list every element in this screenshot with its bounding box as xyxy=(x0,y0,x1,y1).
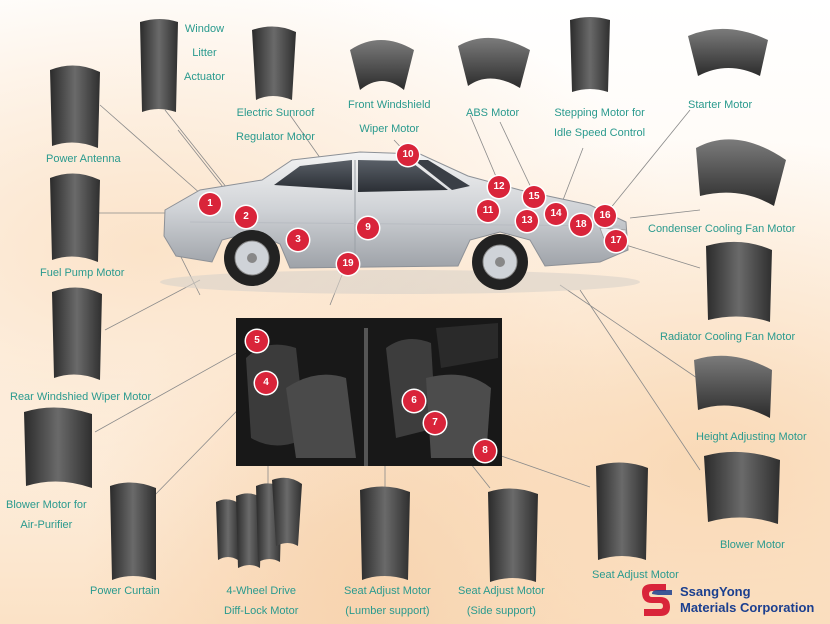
magnet-diff-lock xyxy=(216,477,302,568)
label-line: (Side support) xyxy=(466,605,536,617)
label-starter-motor: Starter Motor xyxy=(688,99,753,111)
label-power-curtain: Power Curtain xyxy=(90,585,160,597)
ssangyong-logo-mark xyxy=(642,584,672,616)
magnet-fuel-pump xyxy=(50,173,100,262)
label-line: Actuator xyxy=(184,71,225,83)
magnet-blower-purifier xyxy=(24,407,92,488)
magnet-rear-wiper xyxy=(52,287,102,380)
callout-7: 7 xyxy=(424,412,446,434)
label-stepping-motor: Stepping Motor for Idle Speed Control xyxy=(554,106,645,140)
magnet-front-wiper xyxy=(350,40,414,90)
callout-11: 11 xyxy=(477,200,499,222)
interior-photo xyxy=(236,318,502,466)
callout-9: 9 xyxy=(357,217,379,239)
label-line: Front Windshield xyxy=(348,99,431,111)
label-front-windshield-wiper: Front Windshield Wiper Motor xyxy=(348,98,431,136)
label-line: Idle Speed Control xyxy=(554,127,646,139)
callout-8: 8 xyxy=(474,440,496,462)
label-fuel-pump: Fuel Pump Motor xyxy=(40,267,125,279)
callout-14: 14 xyxy=(545,203,567,225)
label-height-adjusting: Height Adjusting Motor xyxy=(696,431,807,443)
label-radiator-cooling-fan: Radiator Cooling Fan Motor xyxy=(660,331,796,343)
interior-seats xyxy=(236,318,502,466)
label-window-litter-actuator: Window Litter Actuator xyxy=(184,22,225,84)
callout-13: 13 xyxy=(516,210,538,232)
magnet-side-support xyxy=(488,488,538,582)
callout-6: 6 xyxy=(403,390,425,412)
label-seat-adjust-side: Seat Adjust Motor (Side support) xyxy=(458,584,545,618)
label-abs-motor: ABS Motor xyxy=(466,107,520,119)
callout-2: 2 xyxy=(235,206,257,228)
label-blower-motor: Blower Motor xyxy=(720,539,785,551)
callout-4: 4 xyxy=(255,372,277,394)
callout-1: 1 xyxy=(199,193,221,215)
logo-name-line2: Materials Corporation xyxy=(680,600,815,615)
callout-17: 17 xyxy=(605,230,627,252)
callout-5: 5 xyxy=(246,330,268,352)
label-line: Regulator Motor xyxy=(236,131,315,143)
magnet-height xyxy=(694,355,772,418)
label-line: Seat Adjust Motor xyxy=(344,585,431,597)
callout-10: 10 xyxy=(397,144,419,166)
callout-3: 3 xyxy=(287,229,309,251)
label-power-antenna: Power Antenna xyxy=(46,153,121,165)
magnet-sunroof xyxy=(252,26,296,101)
label-line: Electric Sunroof xyxy=(236,107,315,119)
callout-12: 12 xyxy=(488,176,510,198)
magnet-blower xyxy=(704,451,780,524)
label-line: Seat Adjust Motor xyxy=(458,585,545,597)
logo-name-line1: SsangYong xyxy=(680,584,751,599)
magnet-condenser xyxy=(696,139,786,206)
magnet-starter xyxy=(688,28,768,76)
magnet-window-litter xyxy=(140,19,178,112)
magnet-power-curtain xyxy=(110,482,156,580)
label-blower-motor-purifier: Blower Motor for Air-Purifier xyxy=(6,498,87,532)
label-seat-adjust: Seat Adjust Motor xyxy=(592,569,679,581)
label-line: Wiper Motor xyxy=(359,123,420,135)
callout-19: 19 xyxy=(337,253,359,275)
magnet-radiator xyxy=(706,241,772,322)
label-line: Blower Motor for xyxy=(6,499,87,511)
magnet-power-antenna xyxy=(50,65,100,148)
magnet-stepping xyxy=(570,17,610,92)
label-line: Window xyxy=(184,23,225,35)
label-line: Air-Purifier xyxy=(20,519,73,531)
ssangyong-logo: SsangYong Materials Corporation xyxy=(638,582,828,620)
label-condenser-cooling-fan: Condenser Cooling Fan Motor xyxy=(648,223,796,235)
label-seat-adjust-lumber: Seat Adjust Motor (Lumber support) xyxy=(344,584,431,618)
label-line: (Lumber support) xyxy=(345,605,430,617)
magnet-seat-adjust xyxy=(596,462,648,560)
callout-18: 18 xyxy=(570,214,592,236)
label-line: Litter xyxy=(192,47,217,59)
label-line: Diff-Lock Motor xyxy=(224,605,299,617)
callout-15: 15 xyxy=(523,186,545,208)
label-line: 4-Wheel Drive xyxy=(226,585,297,597)
label-electric-sunroof: Electric Sunroof Regulator Motor xyxy=(236,106,315,144)
label-rear-windshield-wiper: Rear Windshied Wiper Motor xyxy=(10,391,152,403)
magnet-lumber xyxy=(360,486,410,580)
callout-16: 16 xyxy=(594,205,616,227)
label-line: Stepping Motor for xyxy=(554,107,645,119)
magnet-abs xyxy=(458,37,530,88)
label-4wd-diff-lock: 4-Wheel Drive Diff-Lock Motor xyxy=(224,584,298,618)
